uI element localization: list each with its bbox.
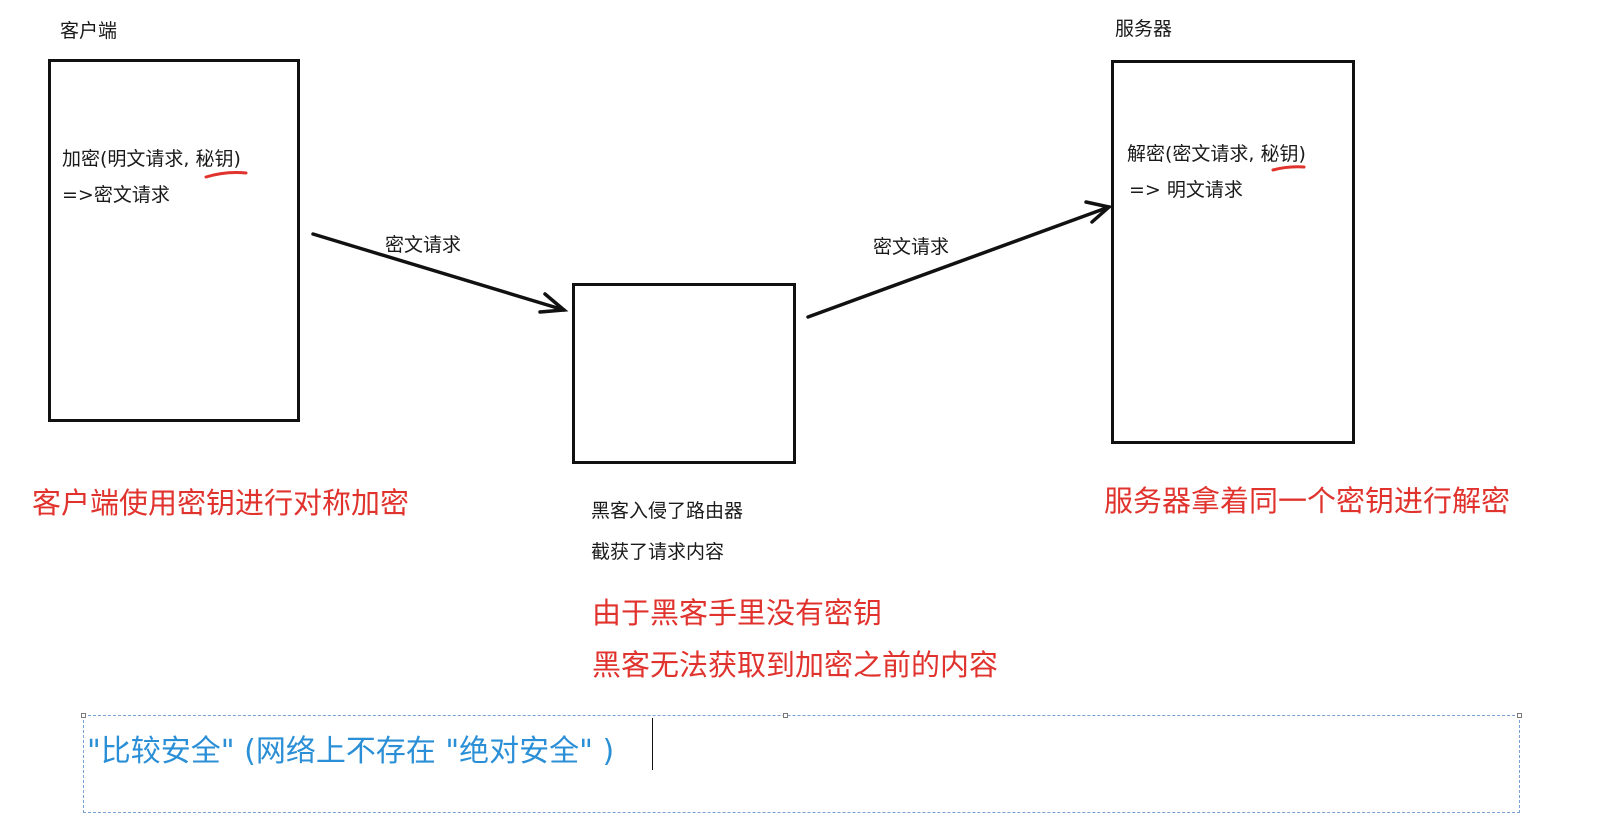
router-caption-1: 由于黑客手里没有密钥 [592, 596, 883, 630]
note-text[interactable]: "比较安全" (网络上不存在 "绝对安全" ) [87, 734, 615, 769]
client-caption: 客户端使用密钥进行对称加密 [32, 486, 410, 520]
server-title: 服务器 [1115, 18, 1173, 40]
router-note-1: 黑客入侵了路由器 [591, 500, 744, 522]
textbox-handle-top-middle[interactable] [783, 713, 788, 718]
router-note-2: 截获了请求内容 [591, 541, 725, 563]
server-output-line: => 明文请求 [1129, 179, 1243, 201]
textbox-handle-top-left[interactable] [81, 713, 86, 718]
client-key-underline [204, 171, 248, 179]
client-title: 客户端 [60, 20, 118, 42]
server-key-word: 秘钥 [1260, 143, 1299, 165]
textbox-handle-top-right[interactable] [1517, 713, 1522, 718]
client-encrypt-suffix: ) [233, 148, 241, 170]
client-to-router-arrow [311, 232, 569, 314]
router-caption-2: 黑客无法获取到加密之前的内容 [592, 648, 999, 682]
router-box [572, 283, 796, 464]
client-encrypt-line: 加密(明文请求, 秘钥) [62, 144, 241, 171]
client-encrypt-prefix: 加密(明文请求, [62, 148, 196, 170]
server-decrypt-suffix: ) [1298, 143, 1306, 165]
client-key-word: 秘钥 [195, 148, 234, 170]
client-box [48, 59, 300, 422]
server-caption: 服务器拿着同一个密钥进行解密 [1104, 484, 1511, 518]
right-arrow-label: 密文请求 [873, 236, 950, 258]
server-key-underline [1271, 165, 1306, 172]
left-arrow-label: 密文请求 [385, 234, 462, 256]
text-cursor [652, 718, 653, 770]
client-output-line: =>密文请求 [62, 184, 170, 206]
router-to-server-arrow [806, 200, 1113, 319]
server-decrypt-prefix: 解密(密文请求, [1127, 143, 1261, 165]
server-box [1111, 60, 1355, 444]
server-decrypt-line: 解密(密文请求, 秘钥) [1127, 139, 1306, 166]
